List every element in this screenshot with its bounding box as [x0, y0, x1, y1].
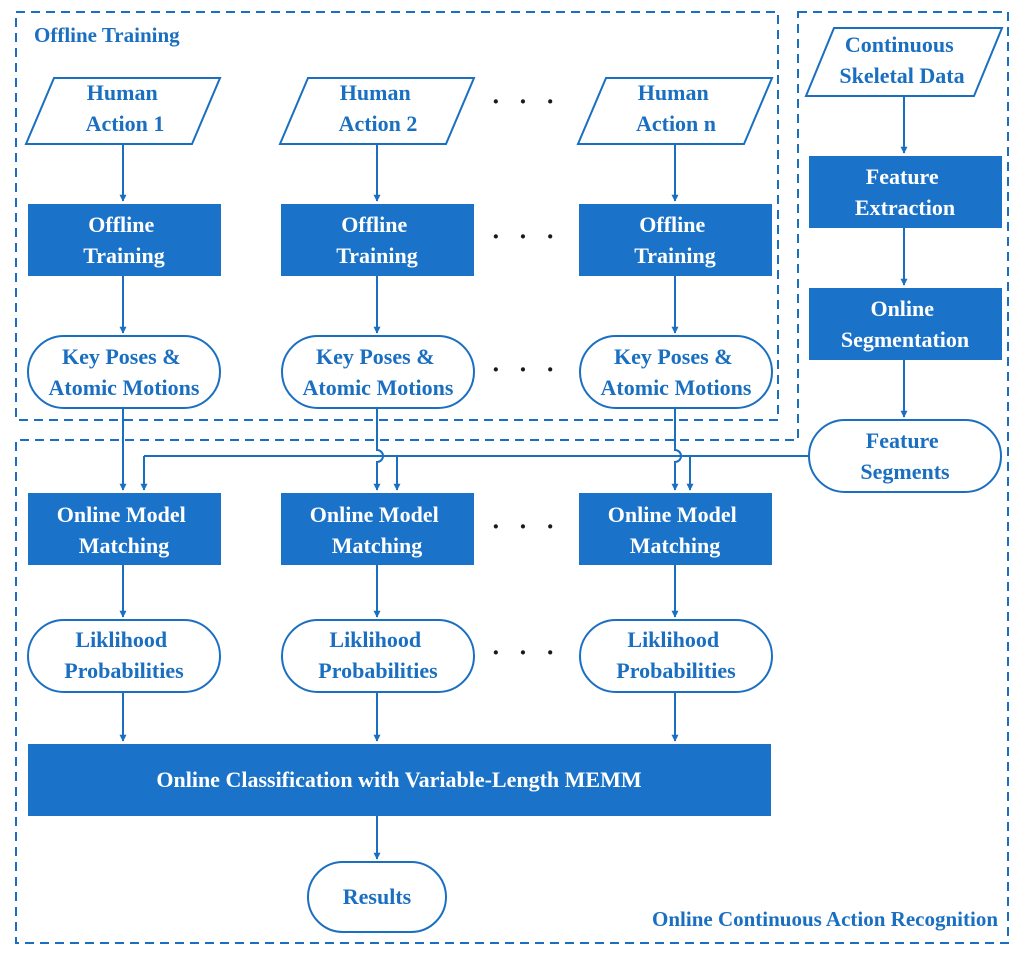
offline-training-region [15, 11, 779, 421]
key-poses-label-n: Key Poses & Atomic Motions [601, 344, 752, 400]
online-model-matching-box-n [579, 493, 772, 565]
skeletal-pipeline: Continuous Skeletal Data Feature Extract… [804, 27, 1004, 493]
online-segmentation-label: Online Segmentation [841, 296, 969, 352]
ellipsis-matching: · · · [491, 512, 560, 541]
likelihood-label-n: Liklihood Probabilities [616, 627, 736, 683]
offline-training-box-2 [281, 204, 474, 276]
online-model-matching-label-n: Online Model Matching [608, 502, 742, 558]
ellipsis-poses: · · · [491, 355, 560, 384]
ellipsis-actions: · · · [491, 87, 560, 116]
human-action-1-input [24, 77, 222, 145]
results-label: Results [343, 884, 412, 909]
results-node [307, 861, 447, 933]
skeletal-data-input [804, 27, 1004, 97]
offline-training-box-1 [28, 204, 221, 276]
online-model-matching-box-1 [28, 493, 221, 565]
online-recognition-region [15, 11, 1009, 944]
offline-training-label-2: Offline Training [336, 212, 418, 268]
feature-segments-label: Feature Segments [860, 428, 950, 484]
key-poses-label-1: Key Poses & Atomic Motions [49, 344, 200, 400]
offline-training-box-n [579, 204, 772, 276]
offline-training-label-1: Offline Training [83, 212, 165, 268]
human-action-2-label: Human Action 2 [339, 80, 418, 136]
likelihood-label-1: Liklihood Probabilities [64, 627, 184, 683]
ellipsis-likelihood: · · · [491, 638, 560, 667]
classification-box [28, 744, 771, 816]
likelihood-label-2: Liklihood Probabilities [318, 627, 438, 683]
offline-training-label-n: Offline Training [634, 212, 716, 268]
key-poses-label-2: Key Poses & Atomic Motions [303, 344, 454, 400]
column-action-1: Human Action 1 Offline Training Key Pose… [24, 77, 222, 742]
human-action-1-label: Human Action 1 [86, 80, 165, 136]
classification-label: Online Classification with Variable-Leng… [156, 767, 641, 792]
human-action-n-input [576, 77, 774, 145]
human-action-n-label: Human Action n [636, 80, 716, 136]
feature-extraction-label: Feature Extraction [855, 164, 955, 220]
ellipsis-training: · · · [491, 222, 560, 251]
column-action-2: Human Action 2 Offline Training Key Pose… [278, 77, 476, 742]
skeletal-data-label: Continuous Skeletal Data [839, 32, 964, 88]
column-action-n: Human Action n Offline Training Key Pose… [576, 77, 774, 742]
online-model-matching-label-1: Online Model Matching [57, 502, 191, 558]
online-segmentation-box [809, 288, 1002, 360]
online-model-matching-label-2: Online Model Matching [310, 502, 444, 558]
offline-training-title: Offline Training [34, 23, 180, 47]
human-action-2-input [278, 77, 476, 145]
online-recognition-title: Online Continuous Action Recognition [652, 907, 998, 931]
feature-extraction-box [809, 156, 1002, 228]
online-model-matching-box-2 [281, 493, 474, 565]
